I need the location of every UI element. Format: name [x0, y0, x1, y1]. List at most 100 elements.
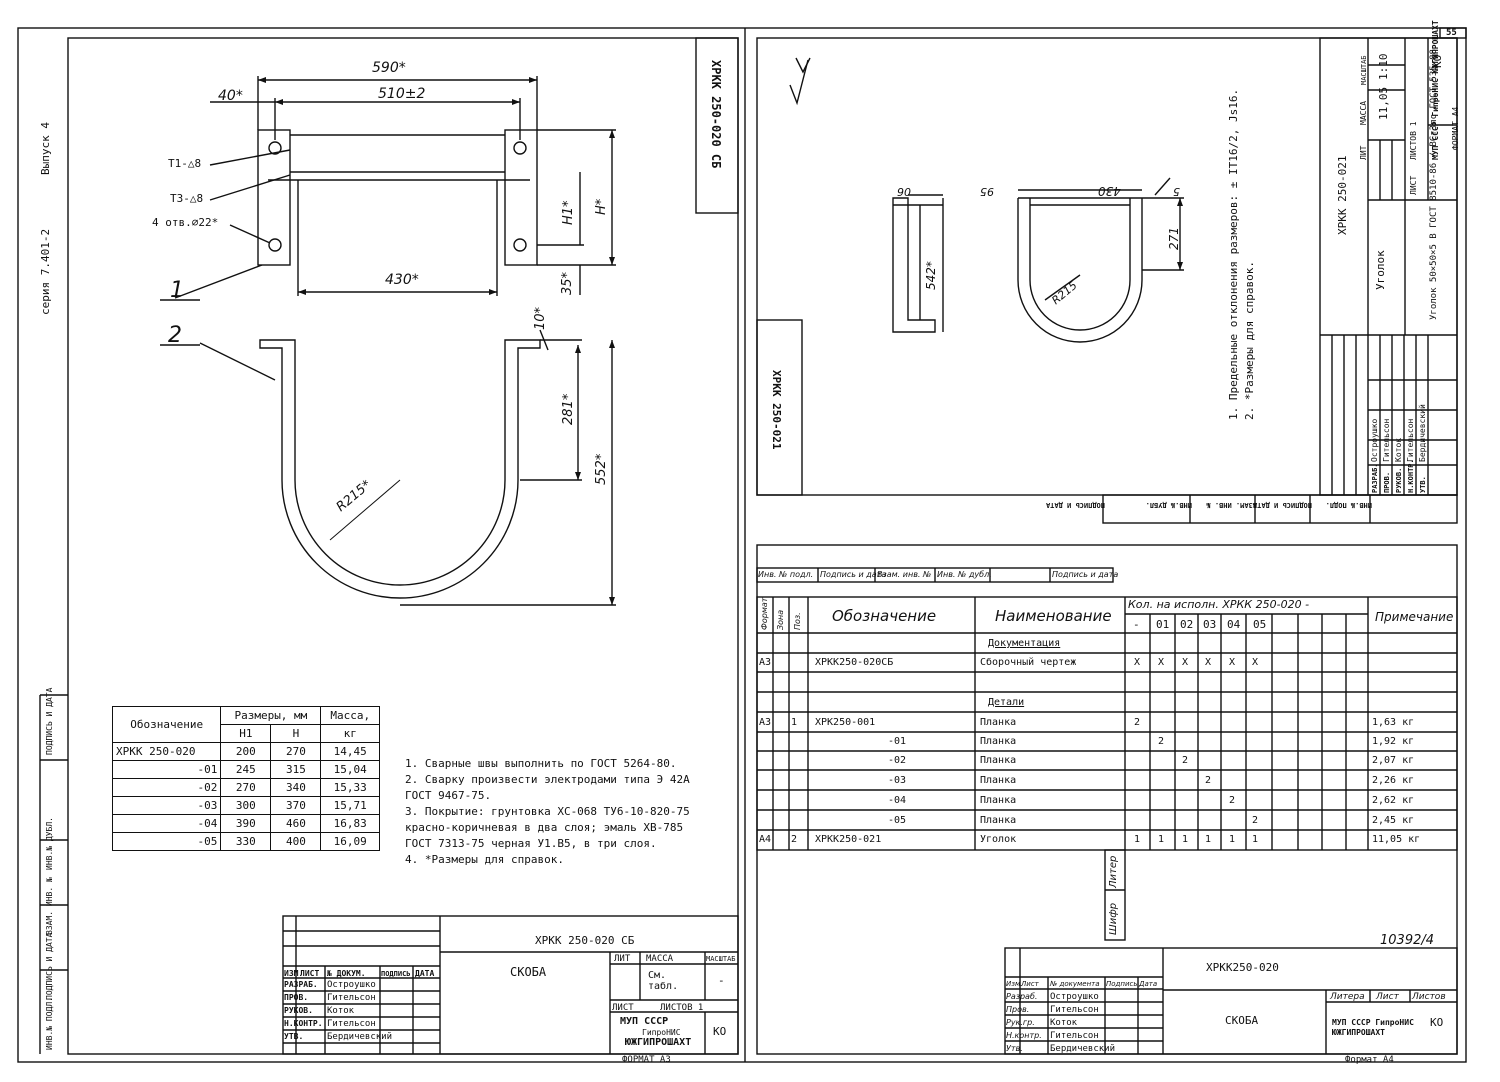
- rt-h-lit: ЛИТ: [1359, 145, 1368, 160]
- left-h-mass: МАССА: [646, 954, 674, 964]
- size-table-cell: 200: [220, 742, 272, 761]
- rt-sheet: ЛИСТ: [1409, 175, 1418, 195]
- left-stamp-box: [695, 37, 739, 214]
- size-table-cell: -05: [111, 832, 222, 851]
- rb-person: Остроушко: [1050, 992, 1099, 1002]
- issue-label: Выпуск 4: [39, 122, 52, 175]
- spec-name: Планка: [980, 795, 1017, 806]
- size-table-h-sizes: Размеры, мм: [220, 706, 322, 725]
- spec-qty: 1: [1205, 834, 1212, 845]
- spec-qty: Х: [1252, 657, 1259, 668]
- left-org1: МУП СССР: [620, 1016, 669, 1027]
- rt-note-2: 2. *Размеры для справок.: [1243, 261, 1256, 420]
- rt-dim-542: 542*: [924, 261, 938, 290]
- side-label-4: ИНВ.№ ДУБЛ.: [45, 817, 54, 870]
- left-role: УТВ.: [284, 1032, 304, 1041]
- rb-h-sheets: Листов: [1412, 992, 1446, 1002]
- size-table-cell: -01: [111, 760, 222, 779]
- spec-variant: -: [1133, 618, 1140, 631]
- size-table-cell: 14,45: [320, 742, 380, 761]
- spec-pos: 2: [791, 834, 798, 845]
- rb-person: Бердичевский: [1050, 1044, 1116, 1054]
- dim-10: 10*: [533, 306, 548, 330]
- left-inner-frame: [67, 37, 739, 1055]
- left-ko: КО: [713, 1025, 727, 1038]
- spec-format: А4: [759, 834, 772, 845]
- spec-pos: 1: [791, 717, 798, 728]
- size-table-cell: 315: [270, 760, 322, 779]
- size-table-cell: -04: [111, 814, 222, 833]
- rt-person: Гительсон: [1406, 418, 1415, 462]
- left-person: Гительсон: [327, 993, 376, 1003]
- note-line: ГОСТ 9467-75.: [405, 789, 492, 802]
- holes-label: 4 отв.⌀22*: [152, 216, 219, 229]
- spec-qty: 1: [1134, 834, 1141, 845]
- spec-name: Планка: [980, 736, 1017, 747]
- rb-h-litera: Литера: [1330, 992, 1365, 1002]
- weld-t1: Т1-△8: [168, 157, 202, 170]
- spec-variant: 05: [1253, 618, 1267, 631]
- spec-h-designation: Обозначение: [832, 607, 937, 625]
- spec-note: 1,92 кг: [1372, 736, 1415, 747]
- position-1: 1: [170, 278, 184, 303]
- spec-note: 2,45 кг: [1372, 815, 1415, 826]
- size-table-cell: 460: [270, 814, 322, 833]
- left-person: Остроушко: [327, 980, 376, 990]
- side-label-1: ИНВ.№ ПОДЛ.: [45, 997, 54, 1050]
- size-table-h-designation: Обозначение: [111, 706, 222, 743]
- rt-side-code: ХРКК 250-021: [770, 370, 783, 450]
- spec-h-name: Наименование: [995, 607, 1112, 625]
- left-scale: -: [718, 974, 725, 987]
- rb-role: Пров.: [1006, 1005, 1030, 1014]
- size-table-cell: 340: [270, 778, 322, 797]
- spec-name: Планка: [980, 717, 1017, 728]
- spec-h-note: Примечание: [1375, 610, 1454, 624]
- spec-designation: -02: [888, 755, 907, 766]
- size-table-h-h1: Н1: [220, 724, 272, 743]
- rb-title-name: СКОБА: [1225, 1014, 1259, 1027]
- size-table-cell: 16,09: [320, 832, 380, 851]
- spec-h-format: Формат: [760, 597, 769, 630]
- left-stamp-code: ХРКК 250-020 СБ: [709, 60, 723, 169]
- rb-hdr-cell: Подпись: [1106, 980, 1138, 988]
- right-top-frame: [756, 37, 1458, 496]
- dim-281: 281*: [561, 393, 576, 425]
- rb-hdr-cell: № документа: [1050, 980, 1100, 988]
- rb-role: Утв.: [1006, 1044, 1023, 1053]
- left-h-lit: ЛИТ: [614, 954, 631, 964]
- spec-note: 11,05 кг: [1372, 834, 1421, 845]
- rt-bottom-label: ПОДПИСЬ И ДАТА: [1045, 501, 1105, 509]
- weld-t3: Т3-△8: [170, 192, 204, 205]
- size-table-cell: 15,71: [320, 796, 380, 815]
- spec-name: Детали: [988, 697, 1025, 708]
- rt-role: Н.КОНТР.: [1407, 459, 1415, 493]
- rt-dim-95: 95: [980, 185, 994, 198]
- size-table-cell: 300: [220, 796, 272, 815]
- spec-designation: -04: [888, 795, 907, 806]
- spec-qty: 1: [1182, 834, 1189, 845]
- left-hdr-list: ЛИСТ: [300, 969, 320, 978]
- left-h-scale: МАСШТАБ: [706, 955, 736, 963]
- rb-hdr-cell: Лист: [1021, 980, 1039, 988]
- left-person: Бердичевский: [327, 1032, 393, 1042]
- rb-top-label: Взам. инв. №: [877, 570, 932, 579]
- rb-top-label: Подпись и дата: [1052, 570, 1119, 579]
- spec-side-liter: Литер: [1108, 855, 1119, 888]
- rt-format: ФОРМАТ А4: [1451, 106, 1460, 150]
- spec-qty: 2: [1182, 755, 1189, 766]
- spec-designation: -03: [888, 775, 907, 786]
- page-number: 55: [1446, 28, 1457, 38]
- note-line: 2. Сварку произвести электродами типа Э …: [405, 773, 690, 786]
- left-title-name: СКОБА: [510, 965, 547, 979]
- side-label-5: ПОДПИСЬ И ДАТА: [45, 687, 54, 755]
- rb-hdr-cell: Дата: [1139, 980, 1158, 988]
- note-line: 3. Покрытие: грунтовка ХС-068 ТУ6-10-820…: [405, 805, 690, 818]
- spec-qty: 2: [1158, 736, 1165, 747]
- series-label: серия 7.401-2: [39, 228, 52, 315]
- left-org2: ГипроНИС: [642, 1028, 681, 1037]
- spec-name: Уголок: [980, 834, 1017, 845]
- size-table-h-mass: Масса,: [320, 706, 380, 725]
